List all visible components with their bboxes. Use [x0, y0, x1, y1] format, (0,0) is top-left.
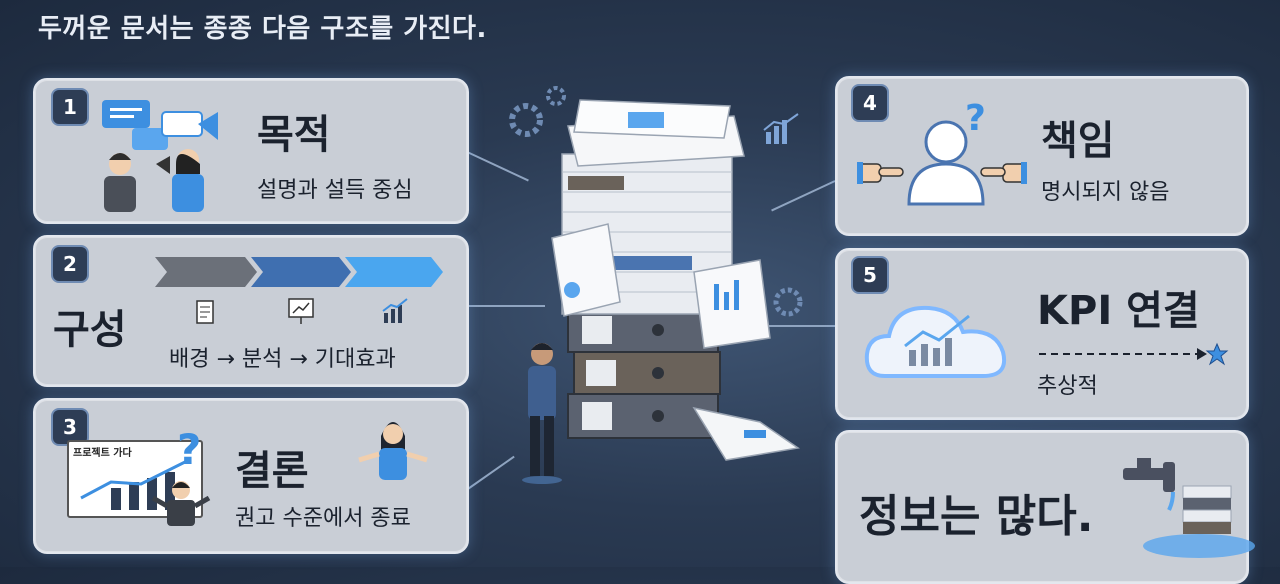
svg-text:?: ?: [177, 425, 201, 474]
card-conclusion: 3 프로젝트 가다 ? 결론 권고 수준에서 종료: [33, 398, 469, 554]
card-subtitle: 추상적: [1037, 374, 1098, 399]
card-title: 목적: [257, 112, 331, 158]
connector-line: [465, 305, 545, 307]
card-number-badge: 3: [51, 408, 89, 446]
process-arrows-icon: [155, 257, 443, 287]
card-subtitle: 설명과 설득 중심: [257, 178, 413, 203]
presentation-chart-icon: [288, 298, 314, 324]
headline: 두꺼운 문서는 종종 다음 구조를 가진다.: [38, 14, 487, 44]
growth-chart-icon: [382, 298, 408, 323]
cloud-chart-icon: [864, 305, 1006, 378]
card-title: 책임: [1041, 118, 1115, 164]
card-composition: 2 구성 배경 → 분석 → 기대효과: [33, 235, 469, 387]
connector-line: [765, 325, 835, 327]
card-responsibility: 4 ? 책임 명시되지 않음: [835, 76, 1249, 236]
growth-chart-icon: [80, 458, 190, 510]
card-title: 구성: [53, 307, 127, 353]
card-purpose: 1 목적 설명과 설득 중심: [33, 78, 469, 224]
question-mark-icon: ?: [965, 98, 986, 139]
card-number-badge: 4: [851, 84, 889, 122]
pointing-hand-icon: [857, 162, 904, 184]
chart-board-label: 프로젝트 가다: [73, 448, 132, 459]
discussion-icon: [102, 100, 218, 212]
card-kpi-link: 5 KPI 연결 추상적: [835, 248, 1249, 420]
shrugging-person-icon: [151, 481, 211, 526]
card-subtitle: 권고 수준에서 종료: [235, 506, 411, 531]
card-subtitle: 명시되지 않음: [1041, 180, 1170, 205]
card-number-badge: 1: [51, 88, 89, 126]
document-icon: [196, 300, 214, 324]
card-title: 결론: [235, 448, 309, 494]
person-silhouette-icon: [907, 120, 985, 206]
question-mark-icon: ?: [177, 425, 201, 474]
dashed-arrow-star-icon: [1039, 342, 1229, 366]
card-number-badge: 5: [851, 256, 889, 294]
faucet-documents-icon: [1123, 458, 1255, 558]
card-number-badge: 2: [51, 245, 89, 283]
card-subtitle: 배경 → 분석 → 기대효과: [169, 347, 396, 372]
card-title: KPI 연결: [1037, 288, 1200, 334]
info-overload-card: 정보는 많다.: [835, 430, 1255, 584]
info-overload-text: 정보는 많다.: [859, 491, 1094, 542]
pointing-hand-icon: [980, 162, 1027, 184]
growth-chart-icon: [763, 113, 799, 144]
shrugging-woman-icon: [358, 422, 428, 480]
document-stack-illustration: [509, 86, 803, 484]
svg-text:?: ?: [965, 98, 986, 139]
